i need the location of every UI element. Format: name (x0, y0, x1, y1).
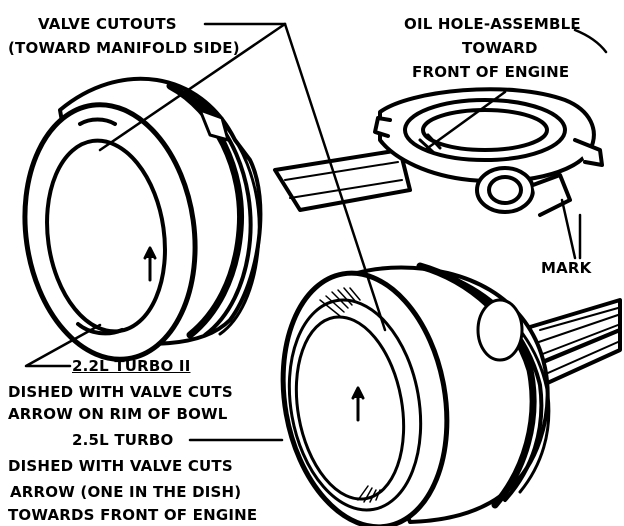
turbo-2-5l-desc-line3: TOWARDS FRONT OF ENGINE (8, 506, 258, 524)
valve-cutouts-sublabel: (TOWARD MANIFOLD SIDE) (8, 39, 240, 57)
turbo-2-5l-desc-line1: DISHED WITH VALVE CUTS (8, 457, 233, 475)
turbo-2-2l-title: 2.2L TURBO II (72, 357, 191, 375)
turbo-2-2l-desc-line1: DISHED WITH VALVE CUTS (8, 383, 233, 401)
turbo-2-5l-title: 2.5L TURBO (72, 431, 174, 449)
lower-piston-2-5l (280, 262, 551, 526)
oil-hole-label: OIL HOLE-ASSEMBLE (404, 15, 581, 33)
upper-piston-2-2l (22, 76, 263, 362)
turbo-2-5l-desc-line2: ARROW (ONE IN THE DISH) (10, 483, 242, 501)
oil-hole-sublabel-toward: TOWARD (462, 39, 538, 57)
upper-connecting-rod (273, 87, 604, 217)
mark-label: MARK (541, 259, 592, 277)
leader-lines (24, 22, 608, 442)
turbo-2-2l-desc-line2: ARROW ON RIM OF BOWL (8, 405, 228, 423)
valve-cutouts-label: VALVE CUTOUTS (38, 15, 177, 33)
oil-hole-sublabel-front: FRONT OF ENGINE (412, 63, 570, 81)
